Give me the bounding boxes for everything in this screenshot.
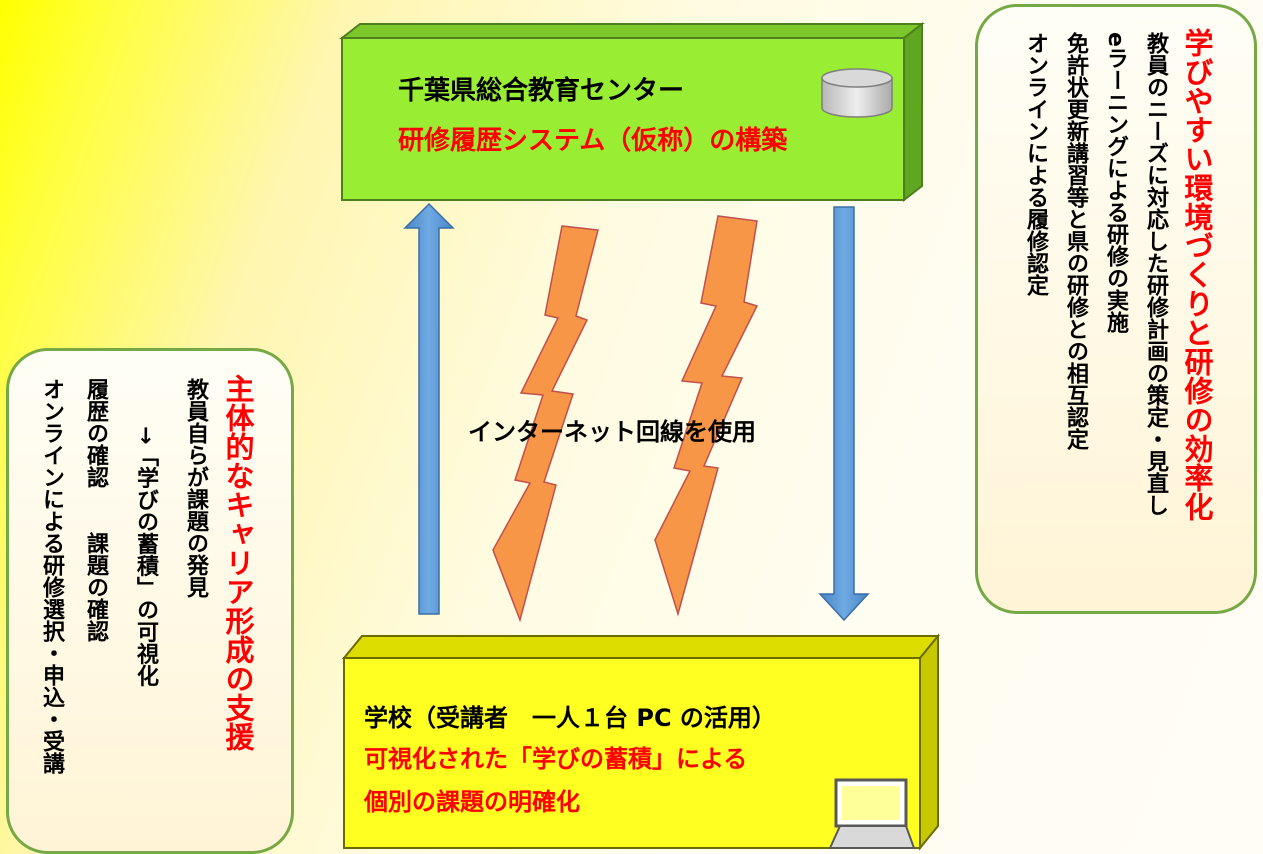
lightning-bolt-icon (654, 215, 759, 617)
database-icon (821, 68, 893, 118)
right-panel-item: 免許状更新講習等と県の研修との相互認定 (1063, 32, 1088, 450)
school-line1: 学校（受講者 一人１台 PC の活用） (364, 704, 776, 732)
school-box (341, 633, 941, 851)
right-panel-item: eラーニングによる研修の実施 (1103, 32, 1128, 333)
left-panel (6, 348, 294, 854)
left-panel-item: 履歴の確認 課題の確認 (83, 378, 108, 642)
center-name: 千葉県総合教育センター (398, 76, 685, 106)
right-panel-item: 教員のニーズに対応した研修計画の策定・見直し (1143, 32, 1168, 516)
center-project: 研修履歴システム（仮称）の構築 (398, 126, 788, 156)
laptop-icon (828, 778, 916, 849)
school-line3: 個別の課題の明確化 (364, 788, 580, 816)
down-arrow-icon (818, 206, 870, 622)
right-panel (975, 4, 1257, 614)
lightning-bolt-icon (492, 225, 599, 623)
right-panel-item: オンラインによる履修認定 (1023, 32, 1048, 296)
network-label: インターネット回線を使用 (468, 418, 756, 446)
left-panel-title: 主体的なキャリア形成の支援 (221, 374, 255, 751)
left-panel-item: →「学びの蓄積」の可視化 (133, 426, 158, 687)
right-panel-title: 学びやすい環境づくりと研修の効率化 (1180, 28, 1214, 521)
left-panel-item: 教員自らが課題の発見 (183, 378, 208, 598)
education-center-box (339, 21, 925, 203)
school-line2: 可視化された「学びの蓄積」による (364, 745, 748, 773)
left-panel-item: オンラインによる研修選択・申込・受講 (39, 378, 64, 774)
up-arrow-icon (403, 202, 455, 615)
